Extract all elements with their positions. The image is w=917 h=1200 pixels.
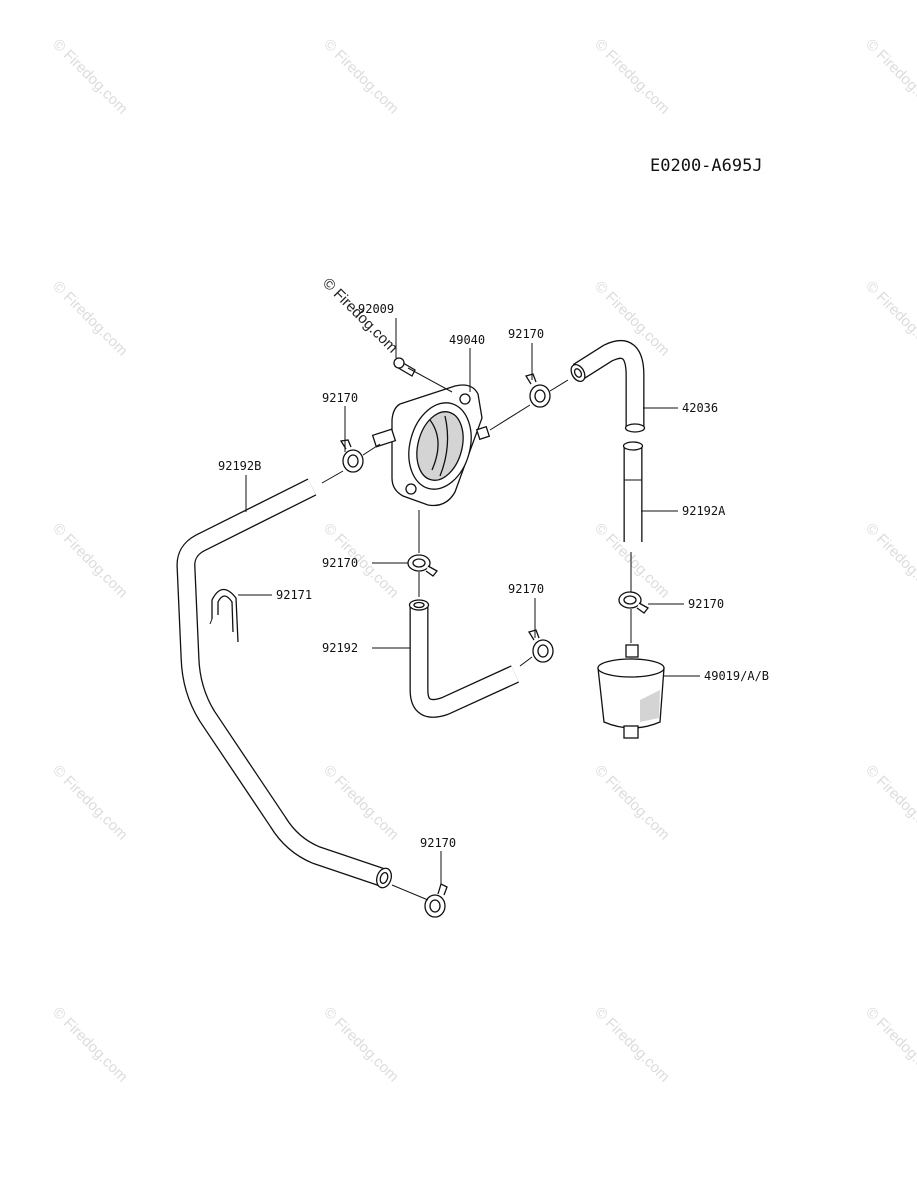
- watermark: © Firedog.com: [49, 1004, 131, 1086]
- watermark: © Firedog.com: [320, 36, 402, 118]
- label-92170-mid: 92170: [322, 556, 358, 570]
- label-92170-bottom: 92170: [420, 836, 456, 850]
- label-92171: 92171: [276, 588, 312, 602]
- hose-clip-92171: [209, 588, 239, 643]
- label-92192a: 92192A: [682, 504, 726, 518]
- watermark: © Firedog.com: [862, 1004, 917, 1086]
- label-92170-left: 92170: [322, 391, 358, 405]
- clamp-92170-mid: [407, 554, 438, 577]
- part-labels: 92009 49040 92170 42036 92170 92192B 921…: [218, 302, 769, 850]
- assembly-lines: [321, 379, 632, 901]
- watermark: © Firedog.com: [591, 36, 673, 118]
- label-92192b: 92192B: [218, 459, 261, 473]
- hose-42036: [570, 340, 646, 433]
- watermark: © Firedog.com: [862, 520, 917, 602]
- clamp-92170-top: [524, 373, 551, 408]
- clamp-92170-right: [618, 591, 649, 614]
- watermark: © Firedog.com: [320, 762, 402, 844]
- label-92192: 92192: [322, 641, 358, 655]
- clamp-92170-left: [339, 439, 364, 473]
- label-49019: 49019/A/B: [704, 669, 769, 683]
- watermark: © Firedog.com: [49, 278, 131, 360]
- fuel-pump-49040: [371, 384, 491, 507]
- label-49040: 49040: [449, 333, 485, 347]
- watermark: © Firedog.com: [591, 762, 673, 844]
- watermark: © Firedog.com: [862, 36, 917, 118]
- label-92170-right: 92170: [688, 597, 724, 611]
- hose-92192a: [622, 441, 644, 542]
- screw-92009: [393, 357, 453, 393]
- watermark: © Firedog.com: [49, 762, 131, 844]
- watermark: © Firedog.com: [862, 762, 917, 844]
- watermark: © Firedog.com: [591, 1004, 673, 1086]
- watermark: © Firedog.com: [320, 1004, 402, 1086]
- label-92170-small: 92170: [508, 582, 544, 596]
- label-42036: 42036: [682, 401, 718, 415]
- watermark: © Firedog.com: [49, 36, 131, 118]
- hose-92192b: [176, 478, 392, 889]
- watermark: © Firedog.com: [49, 520, 131, 602]
- clamp-92170-bottom: [424, 883, 448, 918]
- hose-92192: [408, 599, 519, 718]
- leader-lines: [238, 318, 700, 884]
- diagram-code: E0200-A695J: [650, 156, 763, 176]
- label-92009: 92009: [358, 302, 394, 316]
- watermark: © Firedog.com: [862, 278, 917, 360]
- label-92170-top: 92170: [508, 327, 544, 341]
- clamp-92170-small: [527, 629, 554, 663]
- fuel-filter-49019: [597, 644, 665, 739]
